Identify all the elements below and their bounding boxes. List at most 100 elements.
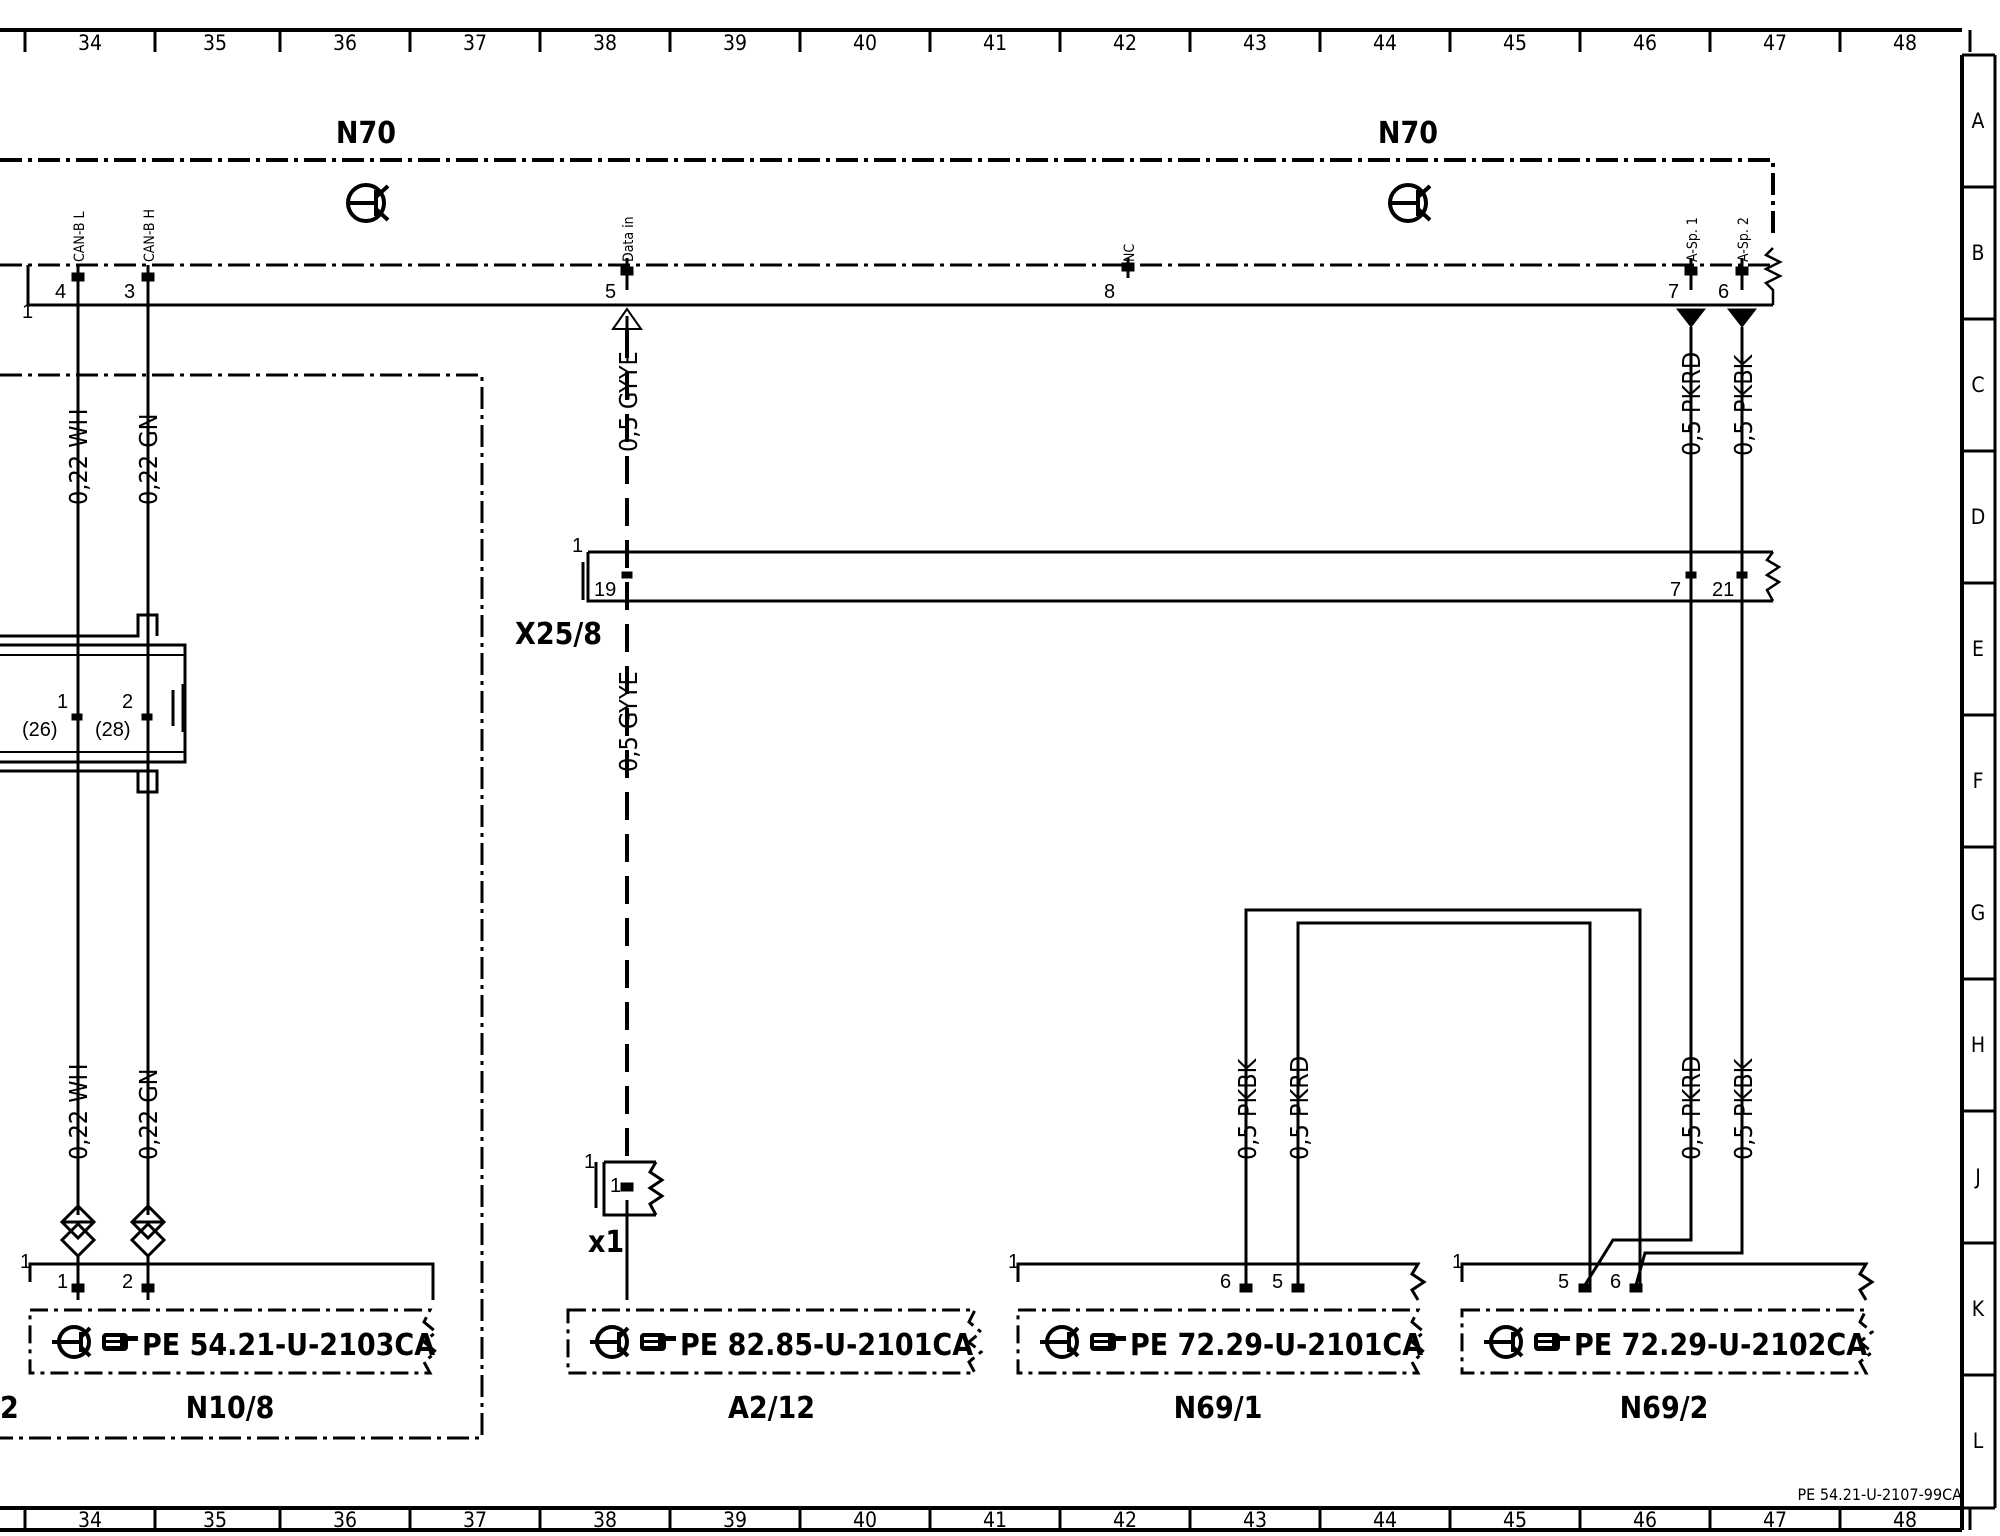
row-label-K: K [1972, 1297, 1985, 1321]
column-top-label-34: 34 [78, 31, 102, 55]
component-id: N69/2 [1620, 1391, 1709, 1426]
pointing-hand-icon [102, 1333, 138, 1351]
column-bottom-label-36: 36 [333, 1508, 357, 1532]
n10-8-connector-pin: 1 [20, 1251, 31, 1273]
n70-connector-pin: 1 [22, 301, 33, 323]
row-label-A: A [1972, 109, 1985, 133]
x25-8-label: X25/8 [515, 617, 602, 652]
column-top-label-42: 42 [1113, 31, 1137, 55]
column-top-label-36: 36 [333, 31, 357, 55]
grid-frame [0, 28, 1997, 1532]
double-arrow-markers [59, 1203, 167, 1290]
column-bottom-label-43: 43 [1243, 1508, 1267, 1532]
component-ref: PE 82.85-U-2101CA [680, 1328, 973, 1363]
component-id: N10/8 [186, 1391, 275, 1426]
n69-2-pin-6: 6 [1610, 1271, 1621, 1293]
column-top-label-37: 37 [463, 31, 487, 55]
n69-1-connector-pin: 1 [1008, 1251, 1019, 1273]
pin-name-a-sp-1: A-Sp. 1 [1685, 217, 1701, 262]
x25-8-pin-7: 7 [1670, 579, 1681, 601]
n70-control-unit-icon-left [346, 183, 390, 223]
component-ref: PE 72.29-U-2102CA [1574, 1328, 1867, 1363]
pointing-hand-icon [1090, 1333, 1126, 1351]
n70-pin-5: 5 [605, 281, 616, 303]
control-unit-icon [1040, 1325, 1080, 1359]
x25-8-pin-21: 21 [1712, 579, 1734, 601]
x25-8-connector-pin: 1 [572, 535, 583, 557]
n69-2-pin-5: 5 [1558, 1271, 1569, 1293]
component-pin-labels: 1 1 2 1 6 5 1 5 6 [20, 1251, 1621, 1293]
n10-8-region [0, 373, 484, 1440]
pin-name-can-b-h: CAN-B H [142, 209, 158, 262]
n70-label-right: N70 [1378, 116, 1438, 151]
component-id: N69/1 [1174, 1391, 1263, 1426]
component-ref: PE 72.29-U-2101CA [1130, 1328, 1423, 1363]
component-box [1460, 1308, 1875, 1375]
wire-label-wh-lower: 0,22 WH [64, 1064, 93, 1160]
n70-label-left: N70 [336, 116, 396, 151]
column-top-label-40: 40 [853, 31, 877, 55]
document-reference: PE 54.21-U-2107-99CA [1798, 1485, 1963, 1504]
component-n69-1: PE 72.29-U-2101CA N69/1 [1016, 1308, 1427, 1426]
wire-label-pkbk-upper: 0,5 PKBK [1729, 353, 1758, 456]
row-label-L: L [1973, 1429, 1984, 1453]
pin-name-can-b-l: CAN-B L [72, 211, 88, 262]
row-label-E: E [1972, 637, 1984, 661]
control-unit-icon [590, 1325, 630, 1359]
pin-name-data-in: Data in [621, 216, 637, 262]
n70-control-unit-icon-right [1388, 183, 1432, 223]
n70-labels: N70 N70 1 4 3 5 8 7 6 CAN-B L CAN-B H Da… [22, 116, 1752, 323]
wire-label-n69-1-pkbk: 0,5 PKBK [1233, 1057, 1262, 1160]
splice-label-28: (28) [95, 719, 131, 741]
pointing-hand-icon [1534, 1333, 1570, 1351]
column-bottom-label-41: 41 [983, 1508, 1007, 1532]
row-label-G: G [1971, 901, 1986, 925]
column-top-label-35: 35 [203, 31, 227, 55]
wire-label-pkbk-lower: 0,5 PKBK [1729, 1057, 1758, 1160]
n70-pin-3: 3 [124, 281, 135, 303]
column-top-label-38: 38 [593, 31, 617, 55]
x25-8-labels: X25/8 1 19 7 21 [515, 535, 1734, 652]
component-box [566, 1308, 984, 1375]
wire-label-gyye-lower: 0,5 GYYE [614, 671, 643, 772]
wire-label-pkrd-upper: 0,5 PKRD [1677, 352, 1706, 456]
row-label-D: D [1971, 505, 1986, 529]
pin-name-a-sp-2: A-Sp. 2 [1736, 217, 1752, 262]
column-top-label-41: 41 [983, 31, 1007, 55]
component-n69-2: PE 72.29-U-2102CA N69/2 [1460, 1308, 1875, 1426]
splice-pin-2: 2 [122, 691, 133, 713]
column-bottom-label-35: 35 [203, 1508, 227, 1532]
pointing-hand-icon [640, 1333, 676, 1351]
row-label-C: C [1971, 373, 1984, 397]
n69-2-connector-pin: 1 [1452, 1251, 1463, 1273]
n70-pin-4: 4 [55, 281, 66, 303]
column-top-label-47: 47 [1763, 31, 1787, 55]
component-connectors [28, 1262, 1875, 1301]
x1-connector [594, 1160, 665, 1217]
component-box [1016, 1308, 1427, 1375]
column-bottom-label-47: 47 [1763, 1508, 1787, 1532]
n69-1-pin-6: 6 [1220, 1271, 1231, 1293]
component-id: A2/12 [728, 1391, 815, 1426]
pin-name-nc: NC [1122, 244, 1138, 262]
wire-label-pkrd-lower: 0,5 PKRD [1677, 1056, 1706, 1160]
column-bottom-label-45: 45 [1503, 1508, 1527, 1532]
splice-labels: (26) (28) 1 2 [22, 691, 133, 741]
wires [76, 290, 1744, 1300]
wire-label-n69-1-pkrd: 0,5 PKRD [1285, 1056, 1314, 1160]
control-unit-icon [52, 1325, 92, 1359]
wire-labels: 0,22 WH 0,22 GN 0,5 GYYE 0,5 PKRD 0,5 PK… [64, 351, 1758, 1160]
column-bottom-label-46: 46 [1633, 1508, 1657, 1532]
column-bottom-label-44: 44 [1373, 1508, 1397, 1532]
n70-pin-6: 6 [1718, 281, 1729, 303]
control-unit-icon [1484, 1325, 1524, 1359]
x25-8-connector [581, 550, 1782, 603]
column-top-label-45: 45 [1503, 31, 1527, 55]
splice-pin-1: 1 [57, 691, 68, 713]
splice-label-26: (26) [22, 719, 58, 741]
